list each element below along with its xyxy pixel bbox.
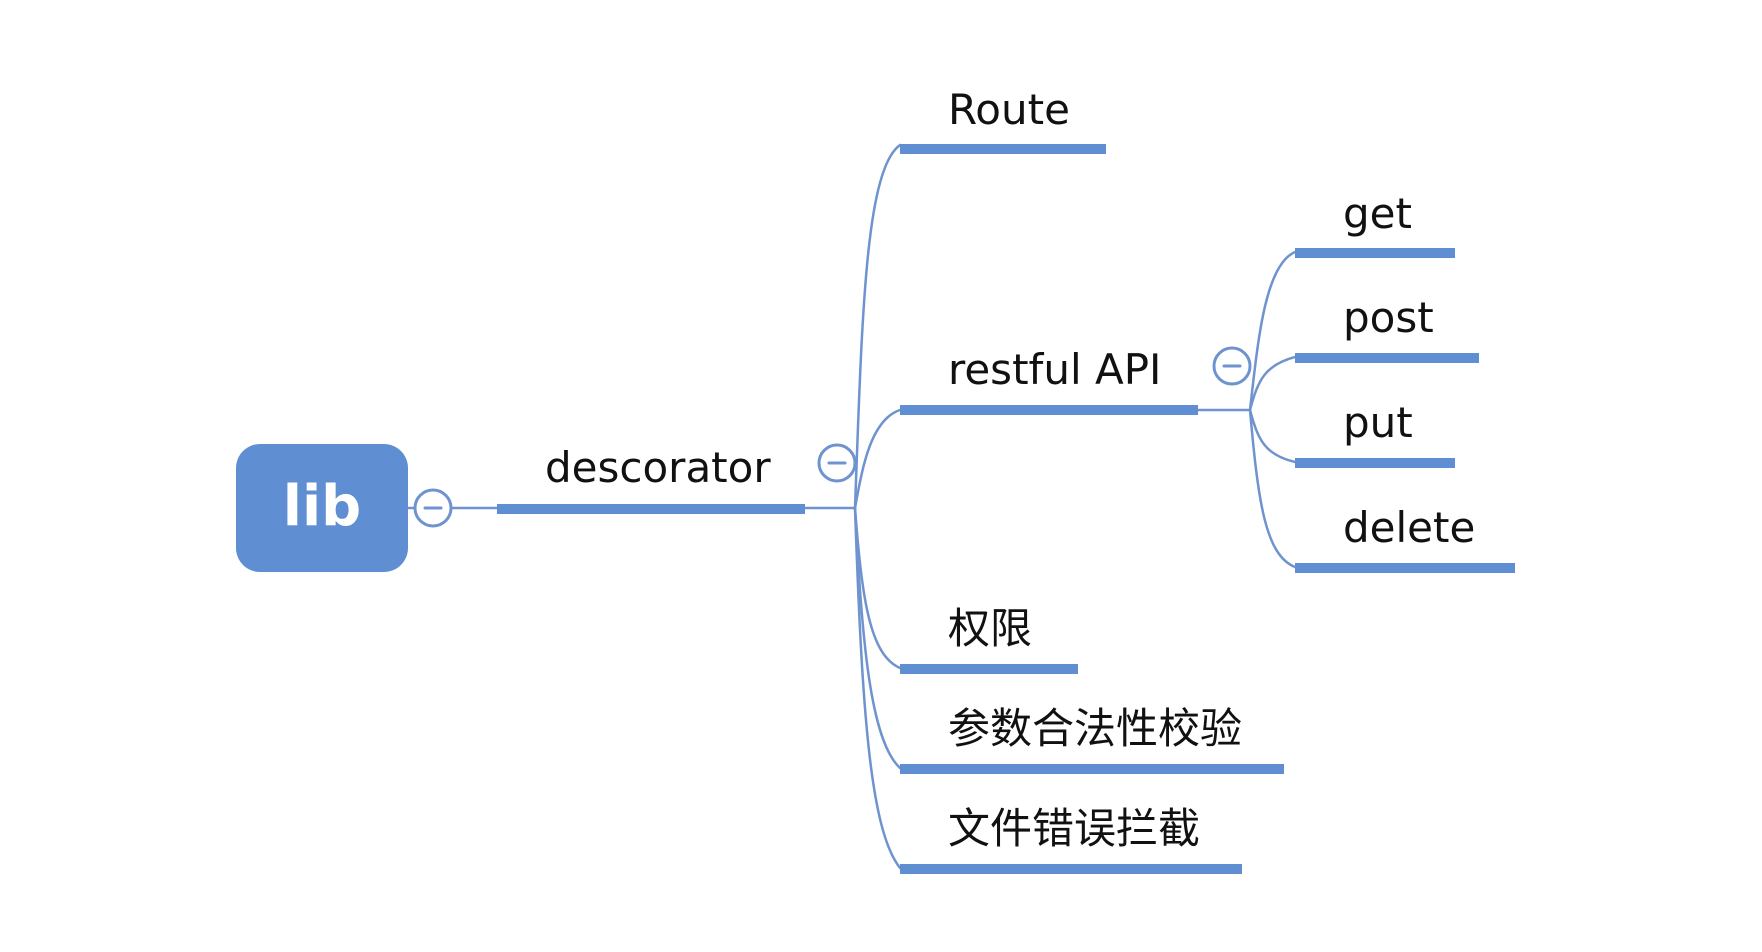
branch-label-file-error-interception: 文件错误拦截 — [948, 804, 1200, 853]
connector-leaf-get — [1248, 250, 1297, 412]
topic-label-descorator: descorator — [545, 443, 771, 492]
leaf-label-delete: delete — [1343, 503, 1475, 552]
connector-leaf-delete — [1248, 408, 1297, 569]
branch-node-file-error-interception[interactable]: 文件错误拦截 — [900, 804, 1242, 874]
leaf-underline-post — [1295, 353, 1479, 363]
connector-leaf-put — [1248, 408, 1297, 464]
branch-label-permission: 权限 — [948, 604, 1032, 653]
branch-node-route[interactable]: Route — [900, 85, 1106, 154]
branch-underline-restful-api — [900, 405, 1198, 415]
connector-branch-route — [853, 143, 902, 510]
leaf-label-get: get — [1343, 189, 1412, 238]
leaf-label-post: post — [1343, 293, 1434, 342]
root-node-box[interactable] — [236, 444, 408, 572]
branch-node-parameter-validation[interactable]: 参数合法性校验 — [900, 704, 1284, 774]
root-node[interactable]: lib — [236, 444, 408, 572]
leaf-underline-delete — [1295, 563, 1515, 573]
branch-label-parameter-validation: 参数合法性校验 — [948, 704, 1242, 753]
branch-underline-permission — [900, 664, 1078, 674]
collapse-minus-icon[interactable] — [413, 488, 453, 528]
branch-node-permission[interactable]: 权限 — [900, 604, 1078, 674]
topic-node-descorator[interactable]: descorator — [497, 443, 805, 514]
leaf-underline-get — [1295, 248, 1455, 258]
leaf-underline-put — [1295, 458, 1455, 468]
branch-label-restful-api: restful API — [948, 345, 1161, 394]
connector-branch-file-error — [853, 506, 902, 870]
branch-underline-file-error-interception — [900, 864, 1242, 874]
branch-underline-parameter-validation — [900, 764, 1284, 774]
connector-branch-restful-api — [853, 408, 902, 510]
branch-label-route: Route — [948, 85, 1070, 134]
root-node-label: lib — [283, 474, 361, 539]
leaf-node-put[interactable]: put — [1295, 398, 1455, 468]
branch-node-restful-api[interactable]: restful API — [900, 345, 1198, 415]
collapse-minus-icon[interactable] — [817, 443, 857, 483]
connector-leaf-post — [1248, 355, 1297, 412]
leaf-node-post[interactable]: post — [1295, 293, 1479, 363]
topic-underline-descorator — [497, 504, 805, 514]
collapse-minus-icon[interactable] — [1212, 346, 1252, 386]
leaf-node-get[interactable]: get — [1295, 189, 1455, 258]
branch-underline-route — [900, 144, 1106, 154]
leaf-label-put: put — [1343, 398, 1413, 447]
leaf-node-delete[interactable]: delete — [1295, 503, 1515, 573]
